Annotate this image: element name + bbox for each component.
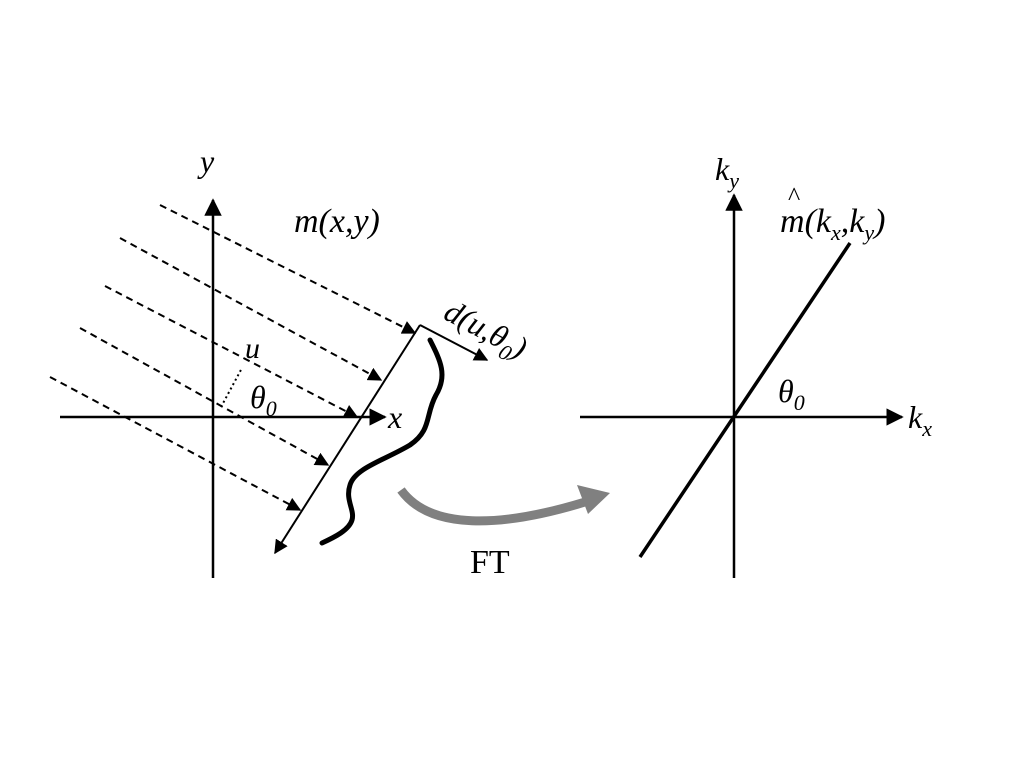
fourier-ky-base: k <box>849 203 865 240</box>
fourier-function-label: m(kx,ky) <box>780 203 885 245</box>
projection-ray <box>119 237 383 381</box>
theta-right-symbol: θ <box>778 373 794 409</box>
projection-ray <box>79 327 330 466</box>
projection-rays <box>49 204 417 511</box>
ky-label: ky <box>715 151 739 193</box>
x-axis-label: x <box>387 399 402 435</box>
ft-label: FT <box>470 544 510 581</box>
left-panel: y x m(x,y) u θ0 d(u,θ0) <box>49 143 533 578</box>
fourier-ky-subscript: y <box>862 220 874 245</box>
fourier-m: m <box>780 203 805 240</box>
y-axis-label: y <box>197 143 215 179</box>
u-direction-arrow <box>419 324 489 361</box>
ft-arrow-head <box>577 485 610 514</box>
fourier-close-paren: ) <box>872 203 885 240</box>
ky-base: k <box>715 151 730 187</box>
kx-base: k <box>908 399 923 435</box>
function-label: m(x,y) <box>294 203 380 240</box>
theta-right-subscript: 0 <box>794 390 805 415</box>
kx-subscript: x <box>921 416 932 441</box>
kx-label: kx <box>908 399 932 441</box>
ky-subscript: y <box>727 168 739 193</box>
ft-arrow-shaft <box>397 487 587 526</box>
u-axis <box>274 324 421 555</box>
fourier-transform-arrow: FT <box>397 485 610 581</box>
central-slice-line <box>638 242 852 558</box>
projection-profile-curve <box>319 337 445 546</box>
theta-subscript: 0 <box>266 396 277 421</box>
projection-ray <box>104 285 359 418</box>
theta-symbol: θ <box>250 379 266 415</box>
u-offset-dotted <box>220 367 243 408</box>
fourier-kx-subscript: x <box>830 220 841 245</box>
fourier-kx-base: k <box>816 203 832 240</box>
theta-label-left: θ0 <box>250 379 277 421</box>
right-panel: ky kx ^ m(kx,ky) θ0 <box>580 151 932 578</box>
fourier-comma: , <box>841 203 850 240</box>
theta-label-right: θ0 <box>778 373 805 415</box>
hat-symbol: ^ <box>788 182 800 211</box>
u-label: u <box>245 332 260 365</box>
fourier-open-paren: ( <box>805 203 819 240</box>
